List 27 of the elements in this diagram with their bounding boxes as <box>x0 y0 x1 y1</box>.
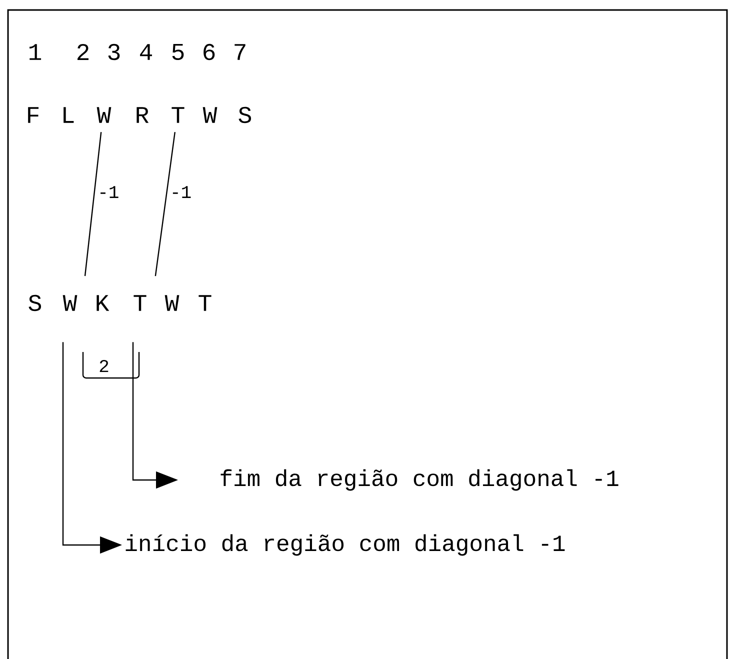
position-number: 3 <box>108 44 120 60</box>
letter: W <box>62 295 78 311</box>
position-number: 1 <box>30 44 42 60</box>
annotation-text: fim da região com diagonal -1 <box>220 469 618 491</box>
position-number: 6 <box>204 44 215 60</box>
letter: T <box>172 107 184 123</box>
letter: F <box>28 107 39 123</box>
position-number: 2 <box>78 44 88 60</box>
position-number: 7 <box>234 44 246 60</box>
letter: S <box>28 294 42 312</box>
position-number: 4 <box>140 44 152 60</box>
edge-label: -1 <box>100 186 118 198</box>
bracket-label: 2 <box>100 360 108 372</box>
letter: T <box>134 295 146 311</box>
letter: S <box>238 106 252 124</box>
letter: W <box>164 295 180 311</box>
letter: R <box>136 107 149 123</box>
letter: L <box>64 107 74 123</box>
annotation-text: início da região com diagonal -1 <box>126 534 565 556</box>
position-number: 5 <box>172 44 184 60</box>
alignment-line <box>84 132 102 276</box>
edge-label: -1 <box>172 186 191 198</box>
letter: K <box>96 295 110 311</box>
letter: T <box>198 295 212 311</box>
letter: W <box>202 107 218 123</box>
alignment-line <box>154 132 176 276</box>
letter: W <box>96 107 112 123</box>
